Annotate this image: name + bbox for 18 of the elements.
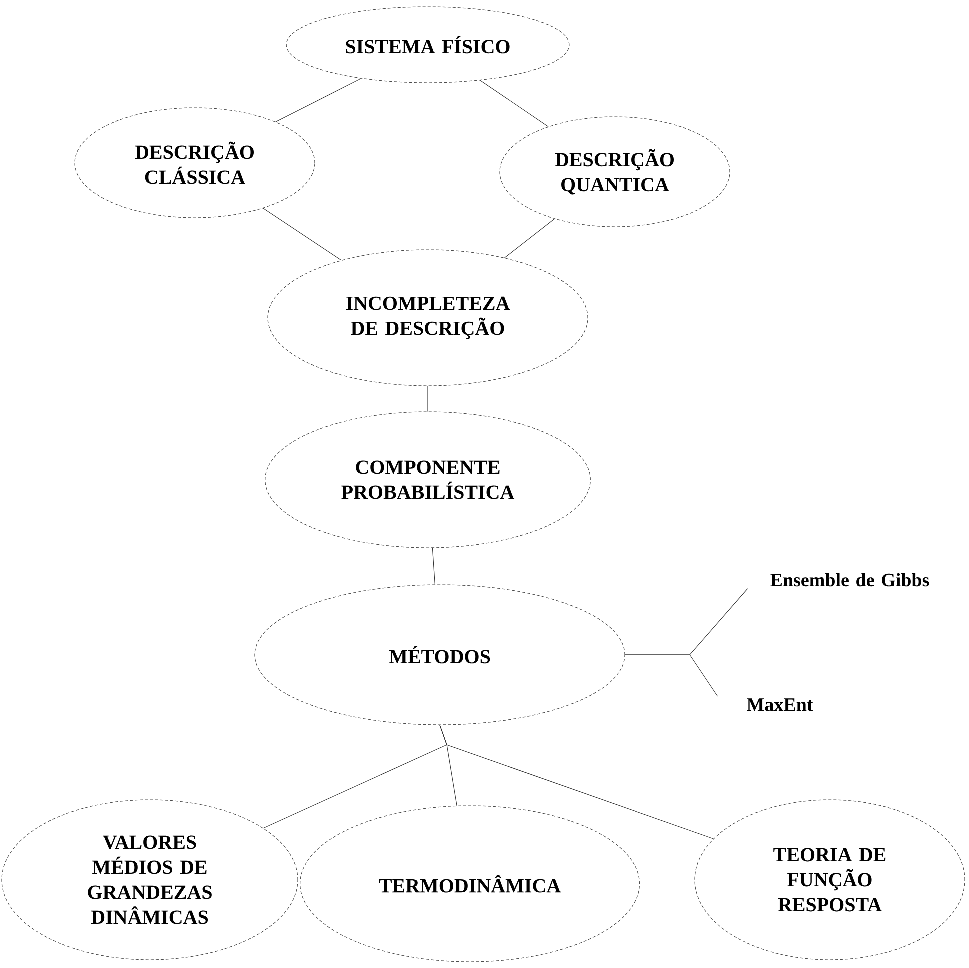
ellipse-node: MÉTODOS: [254, 584, 626, 726]
ellipse-node: COMPONENTE PROBABILÍSTICA: [265, 412, 591, 548]
connector-line: [480, 80, 549, 128]
ellipse-node: SISTEMA FÍSICO: [286, 6, 570, 84]
branch-label: Ensemble de Gibbs: [770, 573, 930, 587]
connector-line: [276, 78, 362, 122]
connector-line: [263, 208, 342, 261]
ellipse-node: INCOMPLETEZA DE DESCRIÇÃO: [268, 250, 588, 386]
branch-label: MaxEnt: [747, 698, 814, 712]
connector-line: [504, 218, 555, 258]
connector-line: [440, 725, 714, 840]
connector-line: [625, 654, 718, 697]
connector-line: [432, 548, 436, 586]
ellipse-node: TERMODINÂMICA: [300, 806, 640, 962]
ellipse-node: VALORES MÉDIOS DE GRANDEZAS DINÂMICAS: [2, 800, 298, 960]
ellipse-node: DESCRIÇÃO CLÁSSICA: [74, 108, 316, 218]
ellipse-node: TEORIA DE FUNÇÃO RESPOSTA: [694, 800, 966, 960]
ellipse-node: DESCRIÇÃO QUANTICA: [500, 116, 730, 228]
